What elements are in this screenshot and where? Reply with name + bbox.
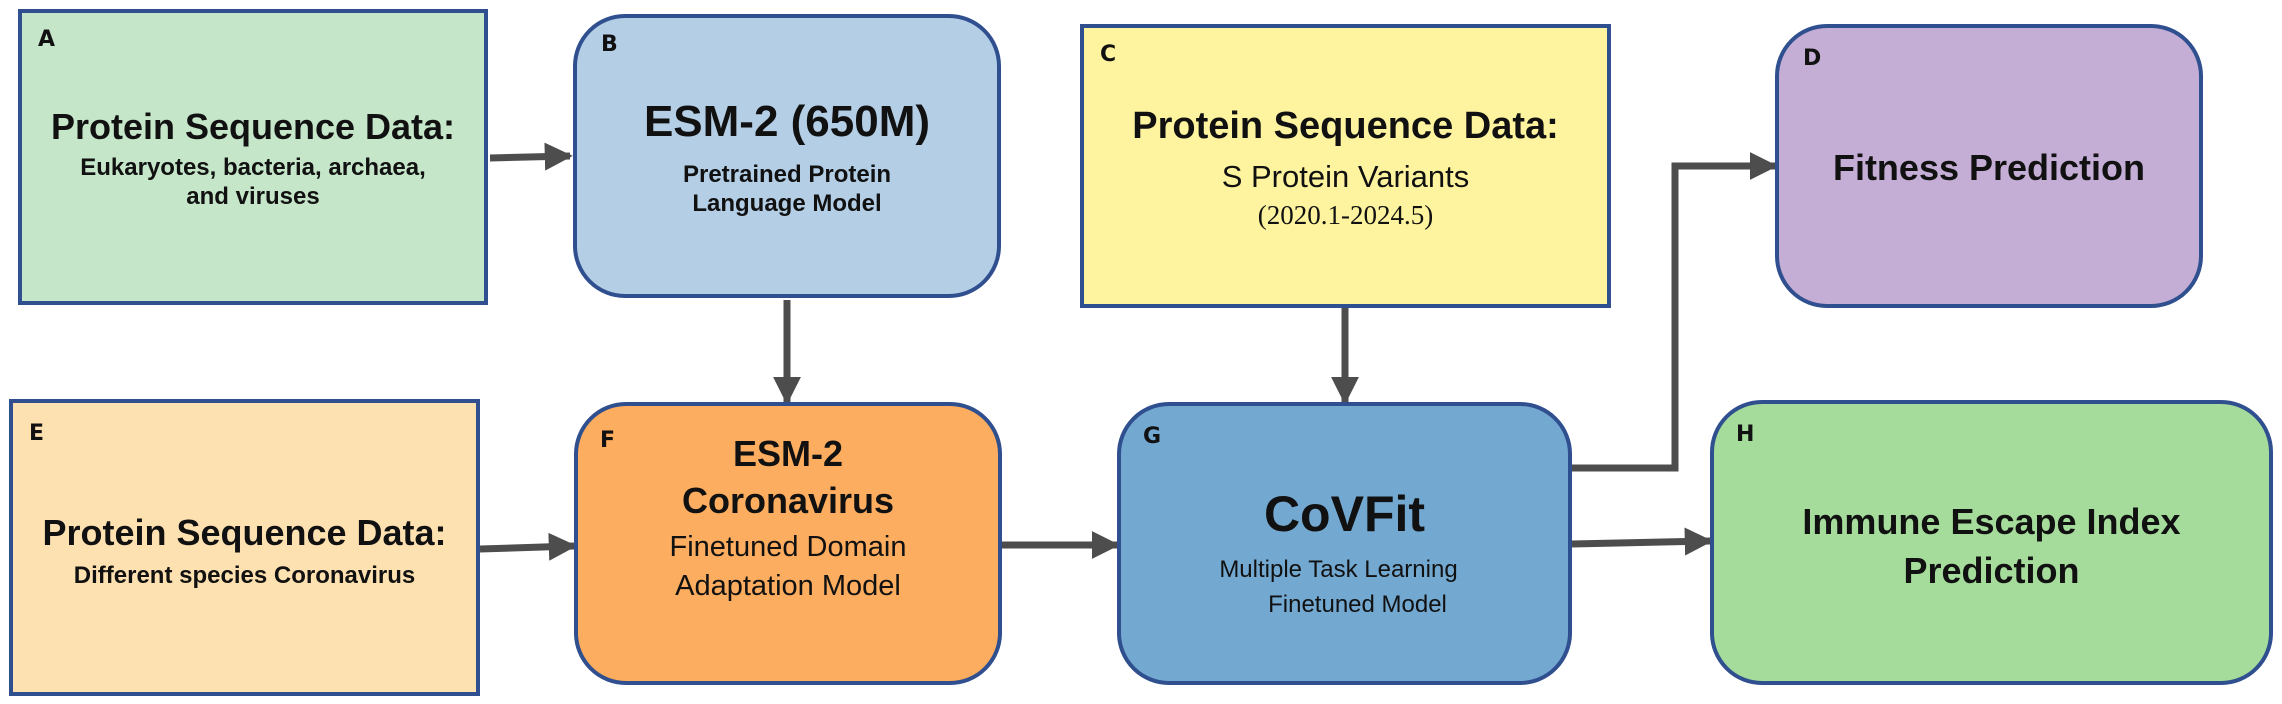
box-g-letter: G [1143,424,1162,449]
box-e-line1: Different species Coronavirus [73,562,416,590]
box-a-letter: A [38,27,56,52]
box-b-line1: Pretrained Protein [682,160,892,188]
box-b-esm2-650m: B ESM-2 (650M) Pretrained Protein Langua… [573,14,1001,298]
box-a-line1: Eukaryotes, bacteria, archaea, [80,154,426,182]
box-f-title2: Coronavirus [681,480,895,522]
box-b-line2: Language Model [692,189,882,217]
box-d-fitness-prediction: D Fitness Prediction [1775,24,2203,308]
box-g-line1: Multiple Task Learning [1219,556,1458,583]
box-a-title: Protein Sequence Data: [50,106,456,147]
box-f-title1: ESM-2 [732,433,844,474]
box-h-title1: Immune Escape Index [1802,501,2181,542]
box-f-line1: Finetuned Domain [669,531,907,564]
arrow-a-to-b [489,142,573,171]
box-c-line1: S Protein Variants [1221,158,1470,194]
box-c-letter: C [1100,42,1117,67]
arrow-g-to-d [1572,152,1778,472]
box-c-title: Protein Sequence Data: [1132,105,1559,147]
box-d-title: Fitness Prediction [1832,147,2146,188]
box-f-letter: F [600,428,616,453]
box-e-protein-sequence-data: E Protein Sequence Data: Different speci… [9,399,480,696]
box-h-title2: Prediction [1903,550,2080,592]
box-g-covfit: G CoVFit Multiple Task Learning Finetune… [1117,402,1572,685]
box-h-immune-escape-index-prediction: H Immune Escape Index Prediction [1710,400,2273,685]
box-e-letter: E [29,421,45,446]
box-f-line2: Adaptation Model [675,570,901,603]
arrow-e-to-f [479,532,577,561]
box-e-title: Protein Sequence Data: [42,512,447,553]
arrow-g-to-h [1571,527,1713,556]
box-b-letter: B [601,32,618,57]
box-a-line2: and viruses [186,182,320,210]
box-d-letter: D [1803,46,1822,71]
box-a-protein-sequence-data: A Protein Sequence Data: Eukaryotes, bac… [18,9,488,305]
box-h-letter: H [1736,422,1755,447]
box-c-protein-sequence-data: C Protein Sequence Data: S Protein Varia… [1080,24,1611,308]
box-g-title: CoVFit [1263,486,1426,542]
box-g-line2: Finetuned Model [1268,590,1447,618]
box-c-line2: (2020.1-2024.5) [1257,199,1434,230]
box-b-title: ESM-2 (650M) [643,97,931,146]
box-f-esm2-coronavirus: F ESM-2 Coronavirus Finetuned Domain Ada… [574,402,1002,685]
